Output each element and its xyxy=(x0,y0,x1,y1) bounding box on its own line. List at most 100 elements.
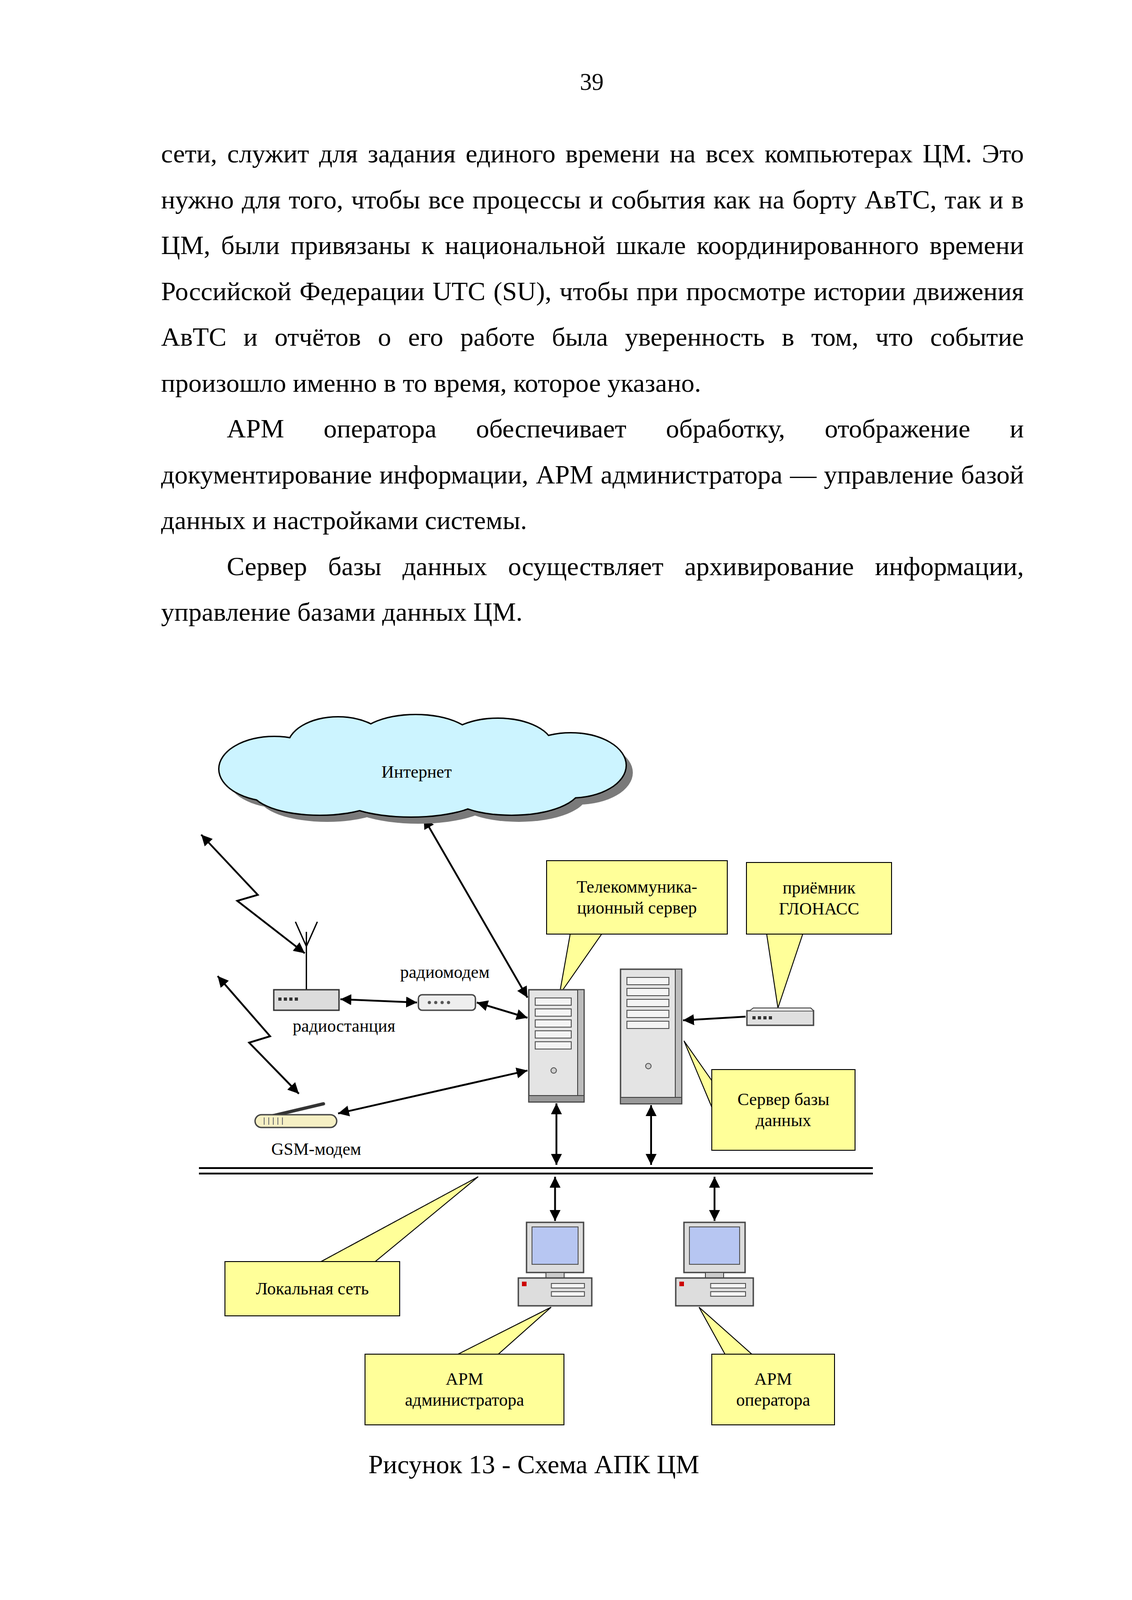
brand-mark xyxy=(521,1282,527,1287)
screen xyxy=(532,1227,579,1265)
indicator xyxy=(283,997,287,1002)
body-text: сети, служит для задания единого времени… xyxy=(161,130,1024,636)
drive-slot xyxy=(551,1283,585,1289)
gsm-node: GSM-модем xyxy=(255,1102,337,1128)
drive-bay xyxy=(535,1020,572,1028)
callout-pointer xyxy=(559,933,603,996)
paragraph: сети, служит для задания единого времени… xyxy=(161,130,1024,407)
power-button xyxy=(645,1063,652,1070)
radio-link-arrow xyxy=(201,834,305,954)
modem-node: радиомодем xyxy=(418,995,476,1011)
system-unit xyxy=(675,1278,754,1307)
indicator xyxy=(440,1001,444,1005)
callout-pointer xyxy=(319,1177,479,1263)
lan-icon xyxy=(198,1166,873,1176)
gsm-antenna xyxy=(273,1104,324,1117)
callout-text: Телекоммуника- ционный сервер xyxy=(554,876,720,919)
connector-arrow xyxy=(650,1105,653,1166)
drive-bay xyxy=(626,999,669,1007)
indicator xyxy=(294,997,298,1002)
comp-icon xyxy=(675,1222,754,1307)
server-base xyxy=(620,1097,682,1105)
server-side xyxy=(675,969,682,1105)
callout-box: приёмник ГЛОНАСС xyxy=(745,862,893,935)
lan-node: Локальная сеть xyxy=(198,1166,873,1176)
callout-box: Телекоммуника- ционный сервер xyxy=(546,860,728,935)
connector-arrow xyxy=(683,1017,746,1021)
callout-pointer xyxy=(766,933,804,1009)
drive-bay xyxy=(626,1010,669,1018)
device-label: Интернет xyxy=(381,762,452,782)
device-label-holder: радиомодем xyxy=(400,962,490,984)
gsm-rib xyxy=(277,1117,279,1126)
figure-caption: Рисунок 13 - Схема АПК ЦМ xyxy=(368,1449,700,1481)
cloud-fill xyxy=(219,715,626,817)
indicator xyxy=(763,1016,767,1020)
brand-mark xyxy=(679,1282,684,1287)
connector-arrow xyxy=(555,1103,558,1166)
screen xyxy=(689,1227,740,1265)
drive-bay xyxy=(535,1031,572,1039)
gsm-rib xyxy=(268,1117,270,1126)
monitor-neck xyxy=(705,1272,724,1279)
page-number: 39 xyxy=(579,68,604,96)
indicator xyxy=(434,1001,438,1005)
callout-text: Локальная сеть xyxy=(255,1278,370,1300)
callout-box: АРМ оператора xyxy=(711,1354,835,1426)
gsm-icon xyxy=(255,1102,337,1128)
device-label: GSM-модем xyxy=(271,1139,361,1159)
drive-bay xyxy=(535,1042,572,1050)
callout-text: Сервер базы данных xyxy=(726,1089,841,1132)
callout-text: АРМ оператора xyxy=(723,1369,824,1411)
radio-body xyxy=(273,990,340,1011)
monitor-neck xyxy=(546,1272,565,1279)
drive-slot xyxy=(710,1292,746,1297)
server-node: Сервер базы данных xyxy=(620,969,682,1105)
connector-arrow xyxy=(340,999,418,1003)
callout-pointer xyxy=(699,1307,753,1356)
drive-slot xyxy=(551,1292,585,1297)
server-side xyxy=(577,990,585,1103)
device-label: радиомодем xyxy=(400,962,490,982)
server-base xyxy=(528,1095,585,1103)
connector-arrow xyxy=(476,1002,528,1019)
radio-icon xyxy=(273,918,340,1011)
indicator xyxy=(427,1001,432,1005)
callout-box: АРМ администратора xyxy=(364,1354,565,1426)
modem-icon xyxy=(418,995,476,1011)
connector-arrow xyxy=(713,1177,716,1222)
radio-node: радиостанция xyxy=(273,918,340,1011)
drive-bay xyxy=(626,988,669,997)
lan-line xyxy=(198,1167,873,1170)
drive-slot xyxy=(710,1283,746,1289)
modem-body xyxy=(418,995,476,1011)
recv-node: приёмник ГЛОНАСС xyxy=(746,1008,814,1026)
cloud-outline xyxy=(219,715,626,817)
drive-bay xyxy=(535,1009,572,1017)
power-button xyxy=(551,1068,557,1074)
server-node: Телекоммуника- ционный сервер xyxy=(528,990,585,1103)
callout-pointer xyxy=(456,1307,552,1356)
server-body xyxy=(620,969,682,1105)
comp-node: АРМ оператора xyxy=(675,1222,754,1307)
comp-node: АРМ администратора xyxy=(518,1222,592,1307)
indicator xyxy=(289,997,293,1002)
gsm-rib xyxy=(272,1117,274,1126)
device-label-holder: GSM-модем xyxy=(271,1139,361,1161)
monitor xyxy=(526,1222,584,1273)
server-icon xyxy=(528,990,585,1103)
callout-text: приёмник ГЛОНАСС xyxy=(761,877,877,920)
cloud-node: Интернет xyxy=(219,714,628,817)
indicator xyxy=(757,1016,762,1020)
device-label: радиостанция xyxy=(292,1016,396,1036)
device-label-holder: Интернет xyxy=(381,761,452,783)
system-unit xyxy=(518,1278,592,1307)
connector-arrow xyxy=(338,1070,528,1114)
paragraph: АРМ оператора обеспечивает обработку, от… xyxy=(161,406,1024,544)
paragraph: Сервер базы данных осуществляет архивиро… xyxy=(161,543,1024,636)
callout-box: Сервер базы данных xyxy=(711,1069,856,1152)
device-label-holder: радиостанция xyxy=(292,1016,396,1038)
callout-pointer xyxy=(683,1041,713,1110)
indicator xyxy=(768,1016,773,1020)
